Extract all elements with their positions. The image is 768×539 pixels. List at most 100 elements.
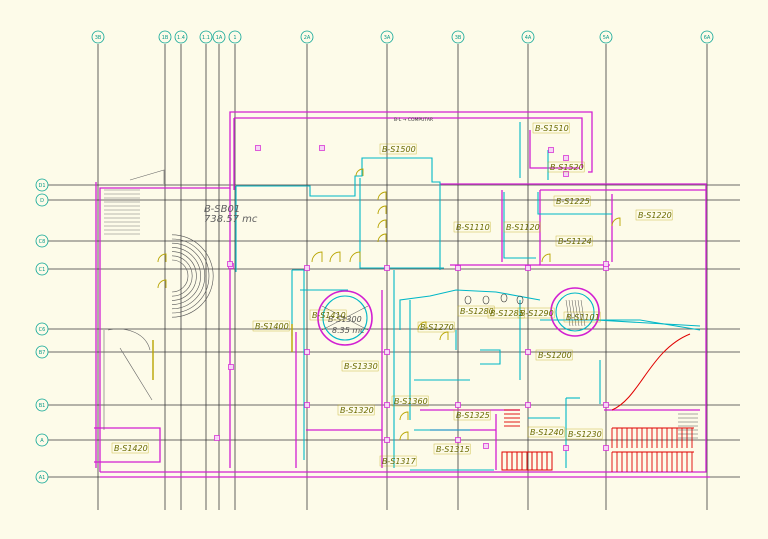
room-label: B-S1520	[550, 163, 584, 172]
door-swing	[349, 251, 361, 263]
grid-row-bubble	[35, 398, 49, 412]
stair-tread	[580, 299, 586, 327]
structural-column	[603, 402, 609, 408]
room-label: B-S1317	[382, 457, 417, 466]
grid-row-bubble	[35, 193, 49, 207]
cyan-wall	[595, 319, 701, 327]
magenta-wall	[100, 183, 707, 473]
door-swing	[329, 251, 341, 263]
structural-column	[455, 437, 461, 443]
room-label-box	[635, 209, 673, 221]
room-label: B-S1500	[382, 145, 416, 154]
grid-column-bubble	[700, 30, 714, 44]
red-stair-frame	[612, 427, 694, 453]
grid-column-label: 3A	[384, 35, 391, 41]
curved-stair-tread	[171, 251, 197, 301]
room-label: B-S1410	[312, 311, 346, 320]
room-label-box	[517, 307, 555, 319]
room-label: B-S1315	[436, 445, 470, 454]
room-label-box	[555, 235, 593, 247]
cyan-wall	[503, 192, 536, 259]
door-swing	[399, 431, 409, 441]
grid-column-label: 1A	[216, 35, 223, 41]
room-label: B-S1510	[535, 124, 569, 133]
stair-tread	[571, 299, 577, 327]
ramp-outline	[103, 328, 153, 430]
door-swing	[377, 233, 387, 243]
grid-row-bubble	[35, 234, 49, 248]
circular-room-inner-wall	[322, 295, 368, 341]
room-label-box	[503, 221, 541, 233]
door-swing	[541, 253, 551, 263]
grid-column-bubble	[174, 30, 188, 44]
cyan-wall	[480, 349, 501, 365]
room-label-box	[379, 143, 417, 155]
structural-column	[304, 349, 310, 355]
room-label: B-S1101	[566, 313, 600, 322]
structural-column	[319, 145, 325, 151]
grid-column-label: 6A	[704, 35, 711, 41]
grid-row-bubble	[35, 262, 49, 276]
structural-column	[227, 261, 233, 267]
door-swing	[377, 191, 387, 201]
room-label: B-S1270	[420, 323, 454, 332]
magenta-wall	[94, 427, 161, 463]
structural-column	[525, 402, 531, 408]
room-label: B-S1325	[456, 411, 490, 420]
grid-column-bubble	[199, 30, 213, 44]
cyan-wall	[292, 269, 305, 460]
cyan-wall	[540, 319, 701, 331]
circular-room-wall	[317, 290, 373, 346]
room-label-box	[417, 321, 455, 333]
grid-column-bubble	[300, 30, 314, 44]
room-label: B-S1280	[460, 307, 494, 316]
toilet-fixture	[516, 295, 524, 305]
grid-column-bubble	[380, 30, 394, 44]
grid-row-label: A	[40, 438, 44, 444]
cyan-wall	[537, 192, 612, 215]
grid-column-bubble	[212, 30, 226, 44]
toilet-fixture	[500, 293, 508, 303]
magenta-wall	[99, 111, 593, 472]
room-label-box	[433, 443, 471, 455]
room-label: B-S1400	[255, 322, 289, 331]
grid-column-bubble	[599, 30, 613, 44]
room-label-box	[341, 360, 379, 372]
room-label: B-S1200	[538, 351, 572, 360]
structural-column	[384, 402, 390, 408]
stair-tread	[574, 299, 580, 327]
grid-row-label: D	[40, 198, 44, 204]
room-label-box	[309, 309, 347, 321]
room-label-box	[111, 442, 149, 454]
grid-column-bubble	[91, 30, 105, 44]
curved-stair-tread	[171, 238, 210, 314]
room-label: B-S1110	[456, 223, 490, 232]
structural-column	[384, 265, 390, 271]
grid-row-label: B1	[39, 403, 46, 409]
structural-column	[563, 155, 569, 161]
grid-column-label: 3B	[95, 35, 102, 41]
grid-row-label: C1	[39, 267, 46, 273]
cyan-wall	[236, 157, 441, 270]
grid-column-bubble	[158, 30, 172, 44]
curved-stair-tread	[171, 242, 206, 310]
room-label-box	[532, 122, 570, 134]
grid-column-bubble	[228, 30, 242, 44]
structural-column	[384, 349, 390, 355]
toilet-fixture	[464, 295, 472, 305]
magenta-wall	[529, 130, 580, 169]
grid-row-label: B7	[39, 350, 46, 356]
room-label-box	[553, 195, 591, 207]
plan-details	[103, 145, 698, 472]
room-label: B-S1225	[556, 197, 590, 206]
structural-column	[548, 147, 554, 153]
room-label: B-S1124	[558, 237, 592, 246]
grid-column-label: 1.4	[177, 35, 185, 41]
room-label-box	[487, 307, 525, 319]
grid-row-label: C6	[39, 327, 46, 333]
structural-column	[455, 402, 461, 408]
structural-column	[255, 145, 261, 151]
